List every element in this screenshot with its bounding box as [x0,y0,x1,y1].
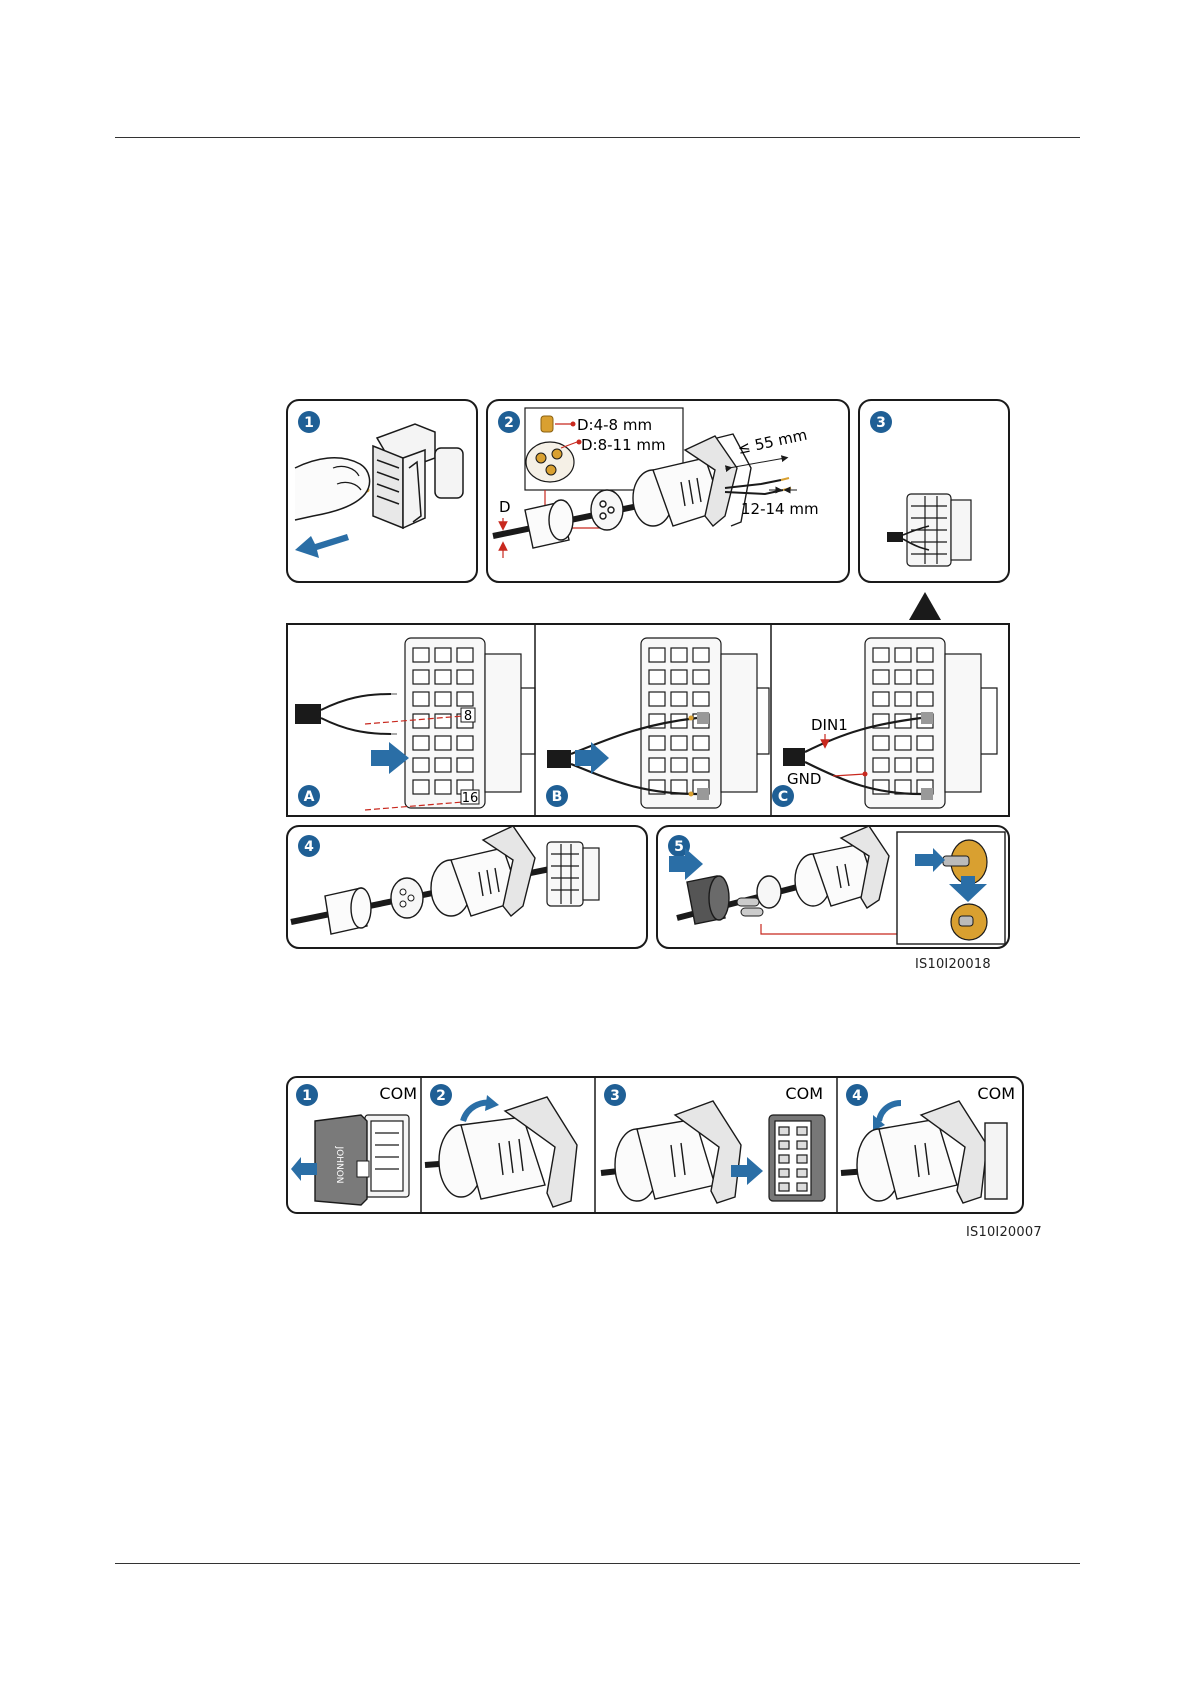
hand-icon [295,458,370,520]
com-label-3: COM [785,1084,823,1103]
letter-c: C [778,789,788,805]
pin-8-label: 8 [464,709,472,724]
cover-brand-text: JOHNON [334,1145,344,1183]
header-rule [115,137,1080,138]
strip-length-label: ≤ 55 mm [736,426,809,458]
install-step-number-2: 2 [436,1088,446,1104]
locking-nut-icon [525,500,573,548]
seal-small-dimension: D:4-8 mm [577,416,652,434]
step-number-5: 5 [674,839,684,855]
install-step-number-1: 1 [302,1088,312,1104]
detail-pointer-icon [909,592,941,620]
wire-strip-label: 12-14 mm [741,500,819,518]
install-step-2: 2 [425,1084,577,1207]
panel-step-1: 1 [287,400,477,582]
com-label-1: COM [379,1084,417,1103]
subpanel-a: 8 16 A [295,638,535,810]
plug-detail-inset [897,832,1005,944]
figure-1-id: IS10I20018 [915,957,991,972]
footer-rule [115,1563,1080,1564]
step-number-2: 2 [504,415,514,431]
com-port-icon [769,1115,825,1201]
seal-large-dimension: D:8-11 mm [581,436,666,454]
figure-2-id: IS10I20007 [966,1225,1042,1240]
multi-hole-seal-icon [526,442,574,482]
install-step-number-4: 4 [852,1088,862,1104]
com-label-4: COM [977,1084,1015,1103]
insert-arrow-b-icon [575,742,609,774]
gnd-label: GND [787,770,821,788]
letter-a: A [304,789,315,805]
install-step-number-3: 3 [610,1088,620,1104]
pin-16-label: 16 [462,791,479,806]
remove-cover-arrow-icon [291,1157,317,1181]
subpanel-c: DIN1 GND C [772,638,997,808]
seal-ring-icon [591,490,623,530]
figure-cable-assembly: 1 2 D:4-8 mm [285,398,1025,955]
install-step-3: 3 COM [601,1084,825,1203]
figure-connector-install: 1 COM JOHNON 2 3 COM [285,1075,1025,1220]
panel-step-5: 5 [657,826,1009,948]
letter-b: B [552,789,563,805]
pull-arrow-icon [295,534,349,558]
single-hole-seal-icon [541,416,553,432]
install-step-1: 1 COM JOHNON [291,1084,417,1205]
subpanel-b: B [546,638,769,808]
connector-icon [365,424,464,528]
panel-step-3: 3 [859,400,1009,620]
panel-step-4: 4 [287,826,647,948]
tighten-arrow-icon [879,1103,901,1121]
panel-step-2: 2 D:4-8 mm D:8-11 mm D [487,400,849,582]
step-number-4: 4 [304,839,314,855]
insert-arrow-icon [371,742,409,774]
diameter-label: D [499,498,511,516]
din1-label: DIN1 [811,716,848,734]
step-number-3: 3 [876,415,886,431]
step-number-1: 1 [304,415,314,431]
install-step-4: 4 COM [841,1084,1015,1203]
